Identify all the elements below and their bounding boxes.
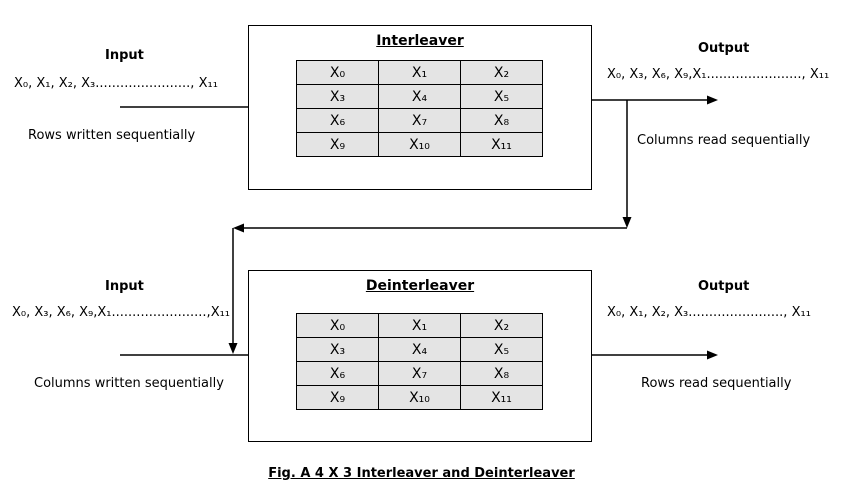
matrix-cell: X₀ [296,313,379,338]
matrix-row: X₉ X₁₀ X₁₁ [296,132,543,157]
matrix-cell: X₉ [296,385,379,410]
matrix-row: X₀ X₁ X₂ [296,60,543,85]
matrix-cell: X₁₀ [378,385,461,410]
deinterleaver-output-sequence: X₀, X₁, X₂, X₃......................., X… [607,305,811,320]
matrix-cell: X₁₀ [378,132,461,157]
matrix-cell: X₈ [460,361,543,386]
interleaver-box: Interleaver X₀ X₁ X₂ X₃ X₄ X₅ X₆ X₇ X₈ [248,25,592,190]
interleaver-input-note: Rows written sequentially [28,128,196,143]
matrix-cell: X₁₁ [460,132,543,157]
matrix-cell: X₅ [460,337,543,362]
interleaver-output-note: Columns read sequentially [637,133,811,148]
connector-down-to-input [228,228,238,354]
matrix-row: X₆ X₇ X₈ [296,108,543,133]
deinterleaver-box: Deinterleaver X₀ X₁ X₂ X₃ X₄ X₅ X₆ X₇ X₈ [248,270,592,442]
connector-down-from-output [622,100,632,228]
matrix-row: X₃ X₄ X₅ [296,337,543,362]
deinterleaver-output-label: Output [698,279,750,294]
matrix-cell: X₂ [460,313,543,338]
matrix-cell: X₁₁ [460,385,543,410]
interleaver-input-label: Input [105,48,144,63]
deinterleaver-title: Deinterleaver [365,278,475,294]
interleaver-output-label: Output [698,41,750,56]
matrix-cell: X₃ [296,337,379,362]
matrix-cell: X₈ [460,108,543,133]
deinterleaver-input-note: Columns written sequentially [34,376,224,391]
matrix-row: X₆ X₇ X₈ [296,361,543,386]
matrix-row: X₀ X₁ X₂ [296,313,543,338]
interleaver-matrix: X₀ X₁ X₂ X₃ X₄ X₅ X₆ X₇ X₈ X₉ X₁₀ X₁ [296,60,543,157]
matrix-cell: X₉ [296,132,379,157]
matrix-cell: X₁ [378,60,461,85]
matrix-cell: X₆ [296,108,379,133]
matrix-row: X₃ X₄ X₅ [296,84,543,109]
matrix-cell: X₁ [378,313,461,338]
matrix-cell: X₅ [460,84,543,109]
matrix-cell: X₂ [460,60,543,85]
matrix-cell: X₃ [296,84,379,109]
interleaver-title: Interleaver [376,33,464,49]
matrix-cell: X₀ [296,60,379,85]
matrix-row: X₉ X₁₀ X₁₁ [296,385,543,410]
deinterleaver-output-note: Rows read sequentially [641,376,792,391]
figure-caption: Fig. A 4 X 3 Interleaver and Deinterleav… [268,466,575,481]
matrix-cell: X₄ [378,84,461,109]
deinterleaver-input-sequence: X₀, X₃, X₆, X₉,X₁.......................… [12,305,231,320]
interleaver-input-sequence: X₀, X₁, X₂, X₃......................., X… [14,76,218,91]
interleaver-output-sequence: X₀, X₃, X₆, X₉,X₁.......................… [607,67,830,82]
matrix-cell: X₄ [378,337,461,362]
deinterleaver-output-arrow [592,350,718,360]
matrix-cell: X₇ [378,108,461,133]
interleaver-output-arrow [592,95,718,105]
connector-horizontal [233,223,627,233]
deinterleaver-matrix: X₀ X₁ X₂ X₃ X₄ X₅ X₆ X₇ X₈ X₉ X₁₀ X₁ [296,313,543,410]
matrix-cell: X₇ [378,361,461,386]
matrix-cell: X₆ [296,361,379,386]
deinterleaver-input-label: Input [105,279,144,294]
